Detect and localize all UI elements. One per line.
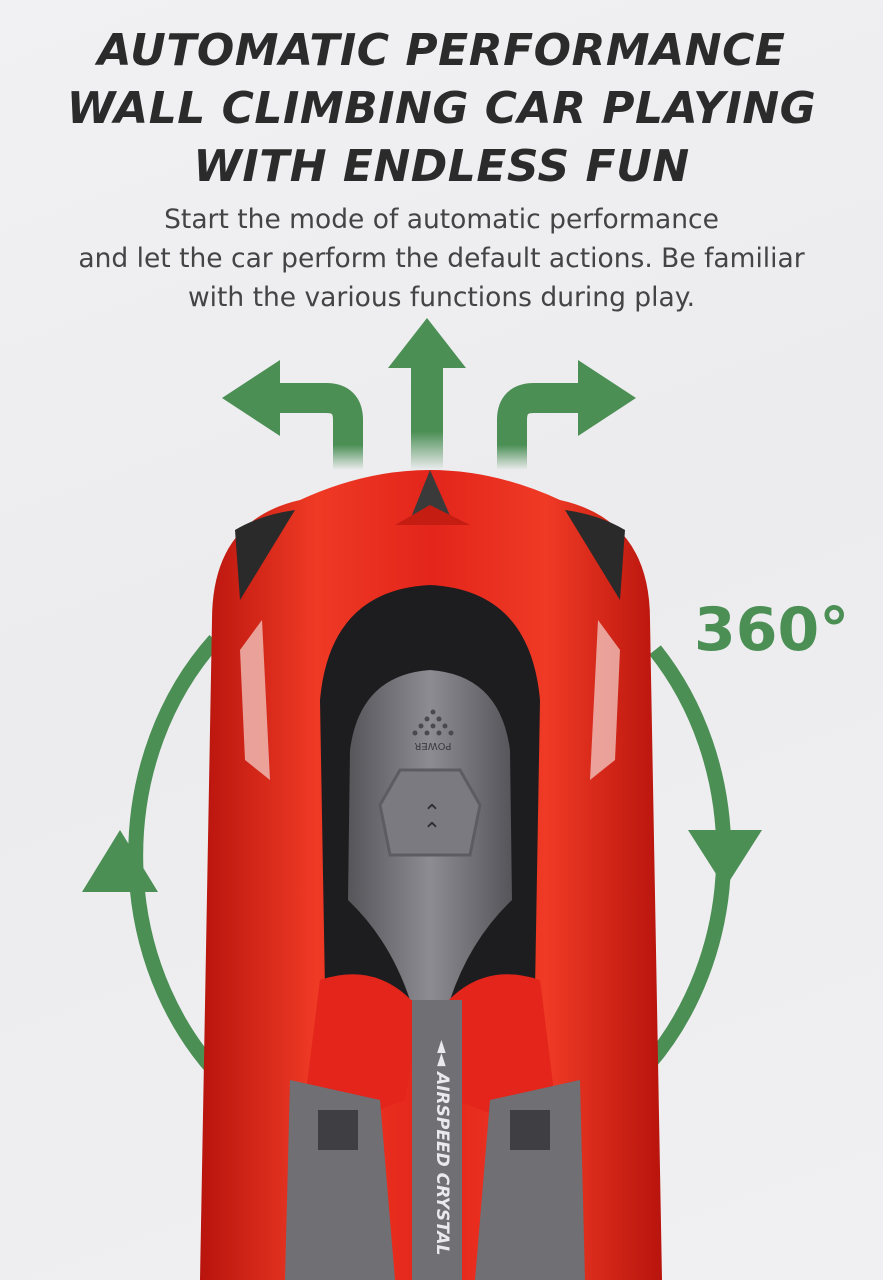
headline-line-2: WALL CLIMBING CAR PLAYING [66,83,817,134]
headline: AUTOMATIC PERFORMANCE WALL CLIMBING CAR … [0,22,883,196]
rotate-clockwise-arrowhead [688,830,762,888]
description-line-3: with the various functions during play. [187,282,696,313]
rotate-counterclockwise-arrowhead [82,830,158,892]
turn-left-arrow-icon [222,360,363,470]
power-grille-icon [412,709,454,736]
description-line-1: Start the mode of automatic performance [164,204,719,235]
headline-line-1: AUTOMATIC PERFORMANCE [97,25,786,76]
power-label: POWER [414,740,451,751]
svg-text:⌃: ⌃ [423,819,441,844]
turn-right-arrow-icon [497,360,636,470]
car-body: ⌃ ⌃ [200,470,662,1280]
rotation-degree-label: 360° [694,595,850,665]
car-brand-label: ◄◄ AIRSPEED CRYSTAL [432,1040,452,1255]
svg-text:⌃: ⌃ [423,801,441,826]
forward-arrow-icon [388,318,466,470]
description: Start the mode of automatic performance … [0,200,883,317]
headline-line-3: WITH ENDLESS FUN [193,141,690,192]
description-line-2: and let the car perform the default acti… [78,243,805,274]
